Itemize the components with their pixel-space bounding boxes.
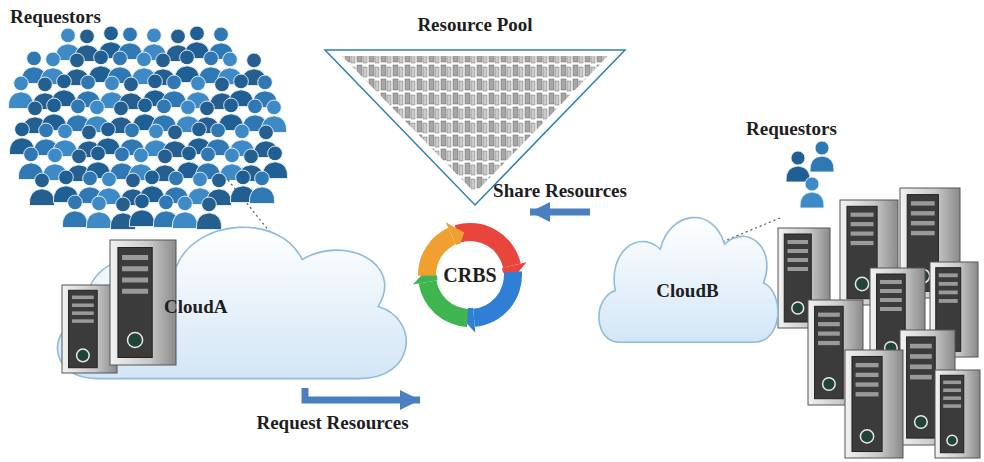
flow-arrow (305, 388, 420, 400)
edge-label: Share Resources (493, 180, 627, 202)
node-label: Resource Pool (417, 14, 532, 36)
cloud-outline (40, 200, 420, 388)
person-icon (62, 195, 87, 228)
requestor-group (786, 141, 834, 208)
server-icon (62, 285, 117, 373)
person-icon (129, 194, 154, 227)
node-label: CloudA (164, 296, 227, 318)
edge-label: Request Resources (256, 412, 408, 434)
person-icon (196, 197, 221, 230)
person-icon (172, 196, 197, 229)
node-label: CRBS (443, 264, 496, 287)
person-icon (86, 196, 111, 229)
flow-arrow (530, 209, 590, 216)
group-label: Requestors (10, 6, 101, 28)
server-icon (845, 350, 903, 458)
person-icon (786, 151, 810, 182)
pool-triangle: Resource Pool (320, 8, 630, 208)
server-cluster (778, 188, 980, 458)
server-icon (935, 370, 980, 458)
person-icon (29, 173, 54, 206)
person-icon (249, 171, 274, 204)
person-icon (800, 177, 824, 208)
person-icon (810, 141, 834, 172)
cloud-node: CloudB (590, 195, 785, 350)
cloud-outline (590, 195, 785, 350)
node-label: CloudB (656, 280, 718, 302)
cloud-node: CloudA (40, 200, 420, 388)
cycle-outline (420, 205, 530, 405)
requestor-crowd (8, 26, 287, 230)
broker-cycle: CRBS (420, 205, 530, 405)
group-label: Requestors (746, 118, 837, 140)
triangle-outline (320, 8, 630, 208)
